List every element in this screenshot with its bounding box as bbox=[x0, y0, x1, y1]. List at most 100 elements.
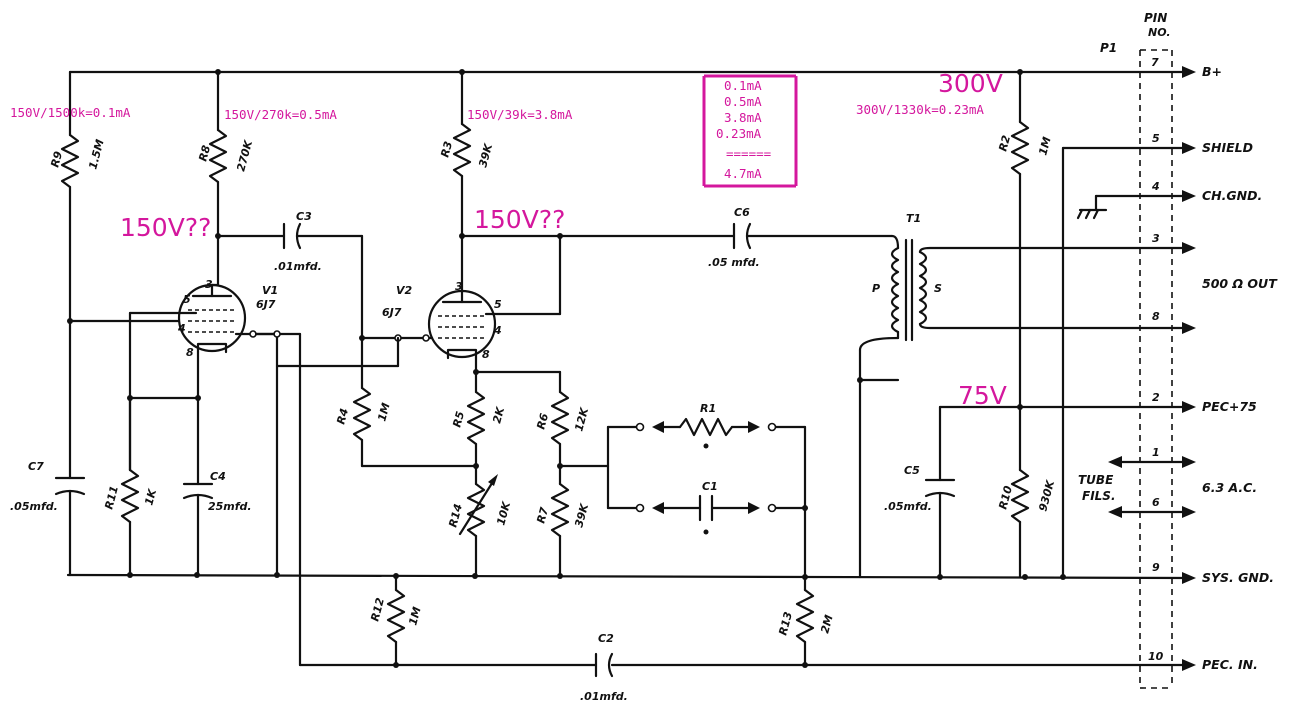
t1-primary: P bbox=[872, 282, 880, 295]
pin-number-8: 8 bbox=[1152, 310, 1160, 323]
capacitor-c2 bbox=[594, 652, 614, 678]
v2-grid-wire bbox=[275, 334, 434, 368]
signal-ch-gnd: CH.GND. bbox=[1202, 188, 1262, 203]
chassis-ground-wire bbox=[1094, 190, 1196, 212]
pin-number-2: 2 bbox=[1152, 391, 1160, 404]
r8-value: 270K bbox=[234, 138, 255, 173]
resistor-r6 bbox=[550, 370, 570, 486]
c4-ref: C4 bbox=[210, 470, 226, 483]
r11-value: 1K bbox=[142, 486, 159, 506]
capacitor-c7 bbox=[54, 476, 86, 577]
r7-ref: R7 bbox=[534, 506, 551, 525]
r13-value: 2M bbox=[818, 613, 835, 634]
r9-current-annotation: 150V/1500k=0.1mA bbox=[10, 105, 131, 120]
pec-plus-75-wire bbox=[938, 401, 1196, 482]
v1-type: 6J7 bbox=[256, 298, 276, 311]
r1-ref: R1 bbox=[700, 402, 716, 415]
pin-number-3: 3 bbox=[1152, 232, 1160, 245]
resistor-r1 bbox=[652, 417, 760, 449]
signal-b-plus: B+ bbox=[1202, 64, 1222, 79]
current-sum-box bbox=[702, 74, 798, 188]
r10-value: 930K bbox=[1036, 478, 1057, 513]
capacitor-c5 bbox=[924, 478, 956, 579]
current-sum-line-2: 0.5mA bbox=[724, 94, 762, 109]
r3-ref: R3 bbox=[438, 140, 455, 159]
b-plus-rail bbox=[68, 66, 1196, 78]
r9-ref: R9 bbox=[48, 150, 65, 169]
c6-value: .05 mfd. bbox=[708, 256, 760, 269]
pin-number-10: 10 bbox=[1148, 650, 1164, 663]
v2-pin-5: 5 bbox=[494, 298, 502, 311]
r8-ref: R8 bbox=[196, 144, 213, 163]
pin-header: PIN bbox=[1144, 11, 1167, 25]
current-sum-total: 4.7mA bbox=[724, 166, 762, 181]
transformer-t1 bbox=[857, 238, 1196, 579]
r3-value: 39K bbox=[476, 141, 495, 169]
r8-current-annotation: 150V/270k=0.5mA bbox=[224, 107, 337, 122]
r13-ref: R13 bbox=[776, 610, 795, 637]
r11-ref: R11 bbox=[102, 484, 121, 510]
r14-value: 10K bbox=[494, 499, 513, 527]
c4-value: 25mfd. bbox=[208, 500, 252, 513]
v1-pin-8: 8 bbox=[186, 346, 194, 359]
capacitor-c6 bbox=[558, 222, 900, 250]
r2-value: 1M bbox=[1036, 135, 1053, 156]
resistor-r13 bbox=[795, 508, 815, 667]
capacitor-c3 bbox=[216, 222, 364, 340]
v2-ref: V2 bbox=[396, 284, 413, 297]
r6-value: 12K bbox=[572, 405, 591, 433]
signal-pec-plus-75: PEC+75 bbox=[1202, 399, 1257, 414]
c7-value: .05mfd. bbox=[10, 500, 58, 513]
c7-ref: C7 bbox=[28, 460, 44, 473]
capacitor-c1 bbox=[652, 494, 760, 535]
pin-number-5: 5 bbox=[1152, 132, 1160, 145]
v1-pin-4: 4 bbox=[177, 322, 186, 335]
r2-current-annotation: 300V/1330k=0.23mA bbox=[856, 102, 984, 117]
v1-pin-5: 5 bbox=[183, 293, 191, 306]
pin-number-header: NO. bbox=[1148, 26, 1171, 39]
plug-label: P1 bbox=[1100, 41, 1117, 55]
c3-ref: C3 bbox=[296, 210, 312, 223]
v2-plate-voltage-annotation: 150V?? bbox=[474, 205, 565, 234]
v2-type: 6J7 bbox=[382, 306, 402, 319]
signal-shield: SHIELD bbox=[1202, 140, 1253, 155]
current-sum-line-1: 0.1mA bbox=[724, 78, 762, 93]
c3-value: .01mfd. bbox=[274, 260, 322, 273]
tube-fils-label-1: TUBE bbox=[1078, 473, 1114, 487]
t1-secondary: S bbox=[934, 282, 942, 295]
v1-ref: V1 bbox=[262, 284, 278, 297]
feedback-network bbox=[558, 422, 808, 513]
v2-pin-8: 8 bbox=[482, 348, 490, 361]
capacitor-c4 bbox=[182, 396, 214, 577]
r3-current-annotation: 150V/39k=3.8mA bbox=[467, 107, 573, 122]
r10-ref: R10 bbox=[996, 484, 1015, 511]
r7-value: 39K bbox=[572, 501, 591, 529]
resistor-r8 bbox=[208, 70, 228, 287]
signal-500-ohm-out: 500 Ω OUT bbox=[1202, 276, 1278, 291]
r12-value: 1M bbox=[406, 605, 423, 626]
chassis-ground-icon bbox=[1076, 208, 1108, 220]
v2-pin-4: 4 bbox=[493, 324, 502, 337]
resistor-r9 bbox=[60, 70, 80, 480]
c5-ref: C5 bbox=[904, 464, 920, 477]
resistor-r11 bbox=[120, 396, 140, 577]
resistor-r5 bbox=[466, 370, 486, 469]
signal-sys-gnd: SYS. GND. bbox=[1202, 570, 1274, 585]
c6-ref: C6 bbox=[734, 206, 750, 219]
resistor-r14 bbox=[458, 464, 498, 578]
r9-value: 1.5M bbox=[86, 138, 106, 171]
v1-plate-voltage-annotation: 150V?? bbox=[120, 213, 211, 242]
resistor-r2 bbox=[1010, 70, 1030, 472]
v1-pin-3: 3 bbox=[205, 278, 213, 291]
c1-ref: C1 bbox=[702, 480, 718, 493]
r12-ref: R12 bbox=[368, 596, 387, 623]
signal-pec-in: PEC. IN. bbox=[1202, 657, 1258, 672]
connector-outline bbox=[1139, 49, 1173, 689]
v2-screen-wire bbox=[460, 233, 563, 316]
resistor-r3 bbox=[452, 70, 472, 293]
resistor-r7 bbox=[550, 482, 570, 578]
v2-cathode-wire bbox=[473, 356, 562, 375]
r5-ref: R5 bbox=[450, 410, 467, 429]
pec-voltage-annotation: 75V bbox=[958, 381, 1007, 410]
signal-6v3-ac: 6.3 A.C. bbox=[1202, 480, 1257, 495]
